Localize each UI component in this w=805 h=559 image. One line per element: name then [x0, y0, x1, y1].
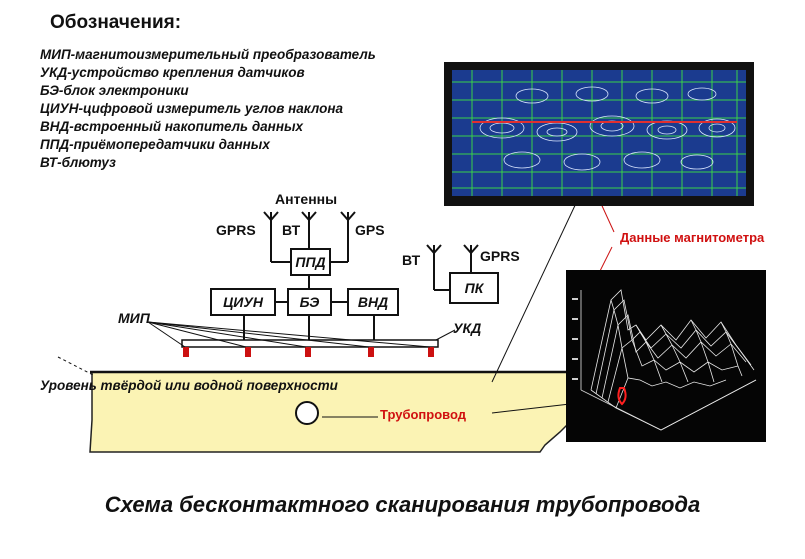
mip-label: МИП: [118, 310, 150, 326]
legend-item-mip: МИП-магнитоизмерительный преобразователь: [40, 47, 376, 62]
mip-sensors: [183, 347, 434, 357]
mip-sensor: [183, 347, 189, 357]
legend-item-ciun: ЦИУН-цифровой измеритель углов наклона: [40, 101, 344, 116]
box-ppd: ППД: [290, 248, 331, 276]
mesh: [590, 289, 757, 431]
legend-item-vnd: ВНД-встроенный накопитель данных: [40, 119, 304, 134]
legend-item-bt: ВТ-блютуз: [40, 155, 116, 170]
monitor-leader: [491, 181, 587, 383]
legend-title: Обозначения:: [50, 12, 182, 33]
box-be: БЭ: [287, 288, 332, 316]
magnetometer-data-label: Данные магнитометра: [620, 230, 765, 245]
legend-item-ukd: УКД-устройство крепления датчиков: [40, 65, 305, 80]
pipeline-label: Трубопровод: [380, 407, 466, 422]
surface-plot: [572, 289, 757, 431]
mip-leaders: [57, 321, 456, 377]
box-vnd: ВНД: [347, 288, 399, 316]
gps-label: GPS: [355, 222, 385, 238]
legend-item-ppd: ППД-приёмопередатчики данных: [40, 137, 270, 152]
ukd-label: УКД: [453, 320, 482, 336]
monitor-screen: [452, 70, 746, 196]
mip-sensor: [368, 347, 374, 357]
contour-plot: [452, 70, 746, 196]
pc-bt-label: ВТ: [402, 252, 421, 268]
contour-lines: [479, 86, 736, 171]
mip-sensor: [305, 347, 311, 357]
magnetometer-3d-plot-image: [566, 270, 766, 442]
antenna-group-left: [243, 211, 479, 340]
bt-left-label: ВТ: [282, 222, 301, 238]
mip-sensor: [428, 347, 434, 357]
ukd-rail: [181, 339, 439, 348]
tick-marks: [572, 298, 578, 380]
legend-item-be: БЭ-блок электроники: [40, 83, 189, 98]
mip-sensor: [245, 347, 251, 357]
diagram-caption: Схема бесконтактного сканирования трубоп…: [104, 492, 701, 517]
legend-list: МИП-магнитоизмерительный преобразователь…: [40, 46, 376, 172]
magnetometer-monitor-image: [444, 62, 754, 206]
axes: [580, 290, 757, 431]
pc-gprs-label: GPRS: [480, 248, 520, 264]
pipe-icon: [295, 401, 319, 425]
box-ciun: ЦИУН: [210, 288, 276, 316]
antennas-label: Антенны: [275, 191, 338, 207]
pipe-to-plot-leader: [491, 403, 571, 414]
gprs-left-label: GPRS: [216, 222, 256, 238]
pipe-marker: [617, 387, 627, 406]
surface-level-label: Уровень твёрдой или водной поверхности: [40, 378, 338, 393]
box-pc: ПК: [449, 272, 499, 304]
